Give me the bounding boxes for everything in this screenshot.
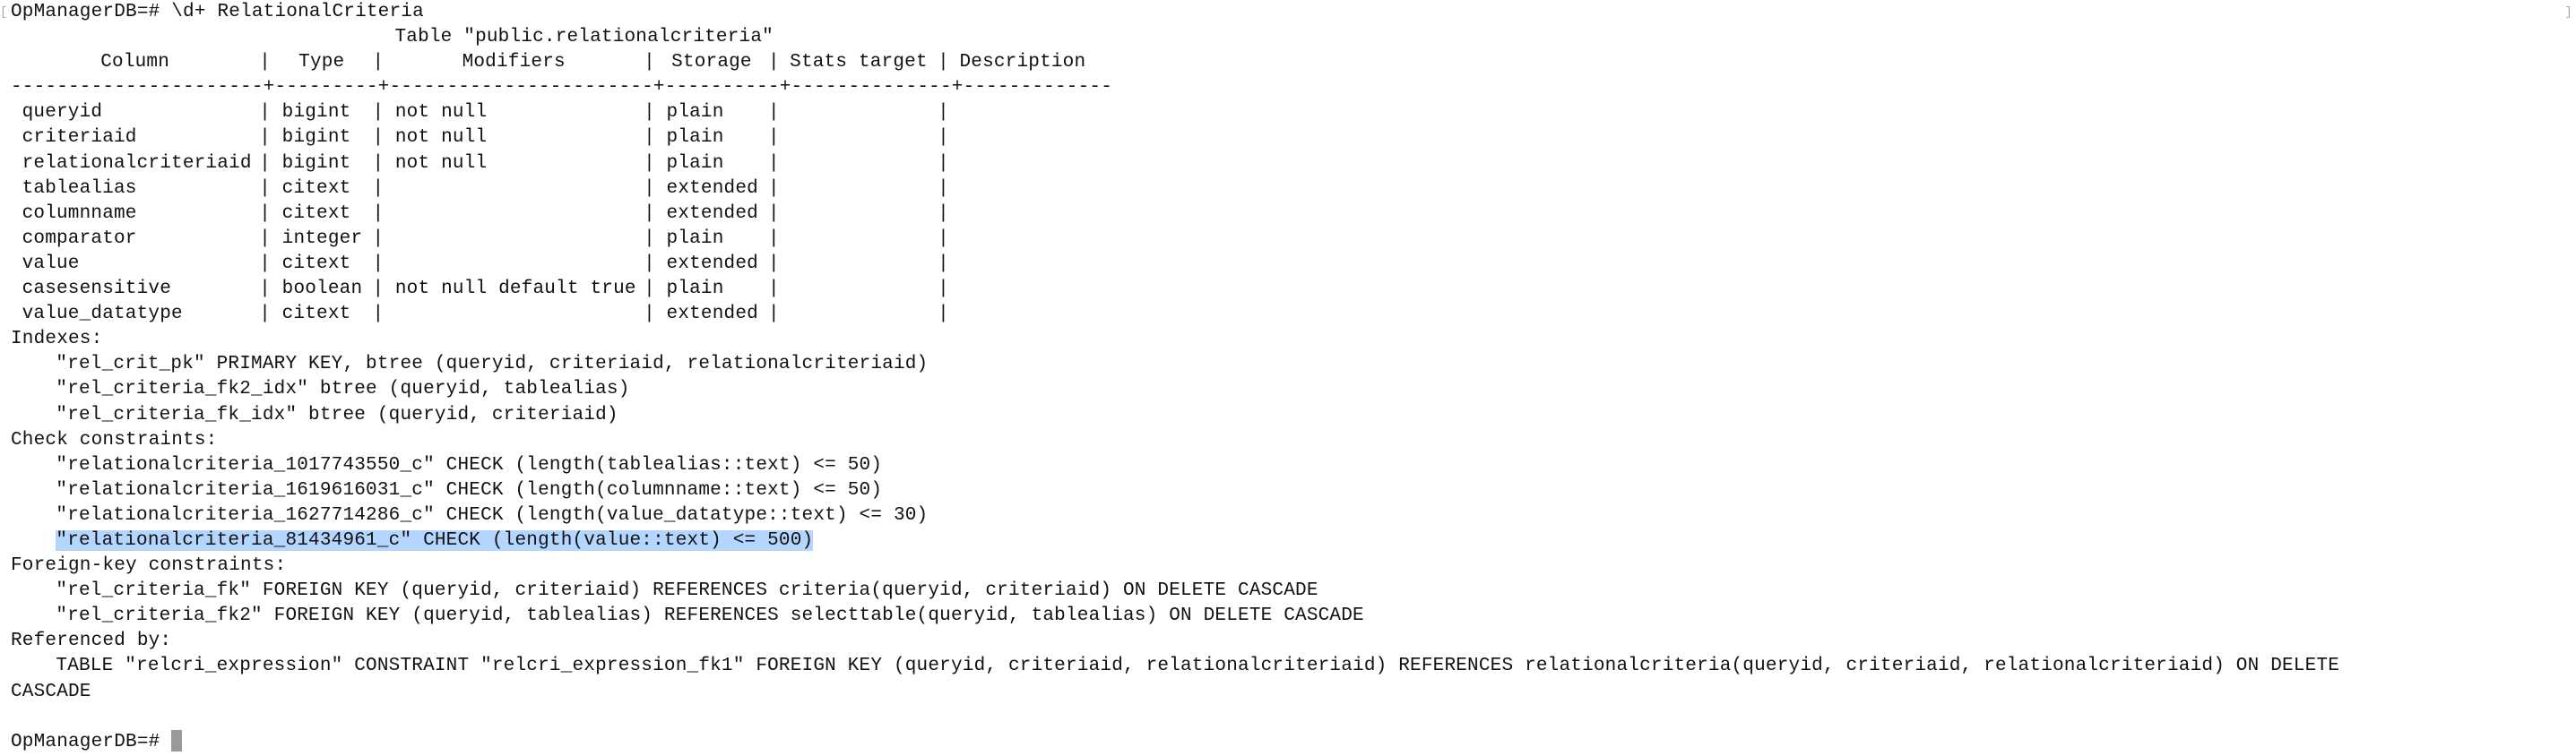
referenced-by-item: TABLE "relcri_expression" CONSTRAINT "re… bbox=[56, 656, 2340, 677]
check-constraints-label: Check constraints: bbox=[11, 429, 218, 451]
table-header: Column Type Modifiers Storage Stats target De… bbox=[11, 50, 2339, 75]
cell-description bbox=[949, 176, 1096, 202]
header-modifiers: Modifiers bbox=[462, 52, 566, 73]
cell-description bbox=[949, 302, 1096, 327]
cell-type: citext bbox=[281, 304, 351, 325]
cell-column: comparator bbox=[22, 228, 137, 249]
indexes-label: Indexes: bbox=[11, 329, 103, 350]
cell-column: value bbox=[22, 253, 80, 274]
cell-modifiers bbox=[384, 302, 644, 327]
cell-modifiers bbox=[384, 252, 644, 277]
cell-stats-target bbox=[780, 151, 938, 176]
cell-storage: extended bbox=[666, 177, 758, 199]
cell-column: queryid bbox=[22, 102, 103, 124]
cell-stats-target bbox=[780, 277, 938, 302]
header-description: Description bbox=[959, 52, 1086, 73]
cell-modifiers: not null default true bbox=[394, 279, 636, 300]
foreign-key-item: "rel_criteria_fk" FOREIGN KEY (queryid, … bbox=[56, 580, 1318, 602]
cell-description bbox=[949, 151, 1096, 176]
table-row: relationalcriteriaid bigint not null plain bbox=[11, 151, 2339, 176]
index-item: "rel_criteria_fk_idx" btree (queryid, cr… bbox=[56, 404, 618, 425]
cell-storage: plain bbox=[666, 279, 724, 300]
selected-check-constraint[interactable]: "relationalcriteria_81434961_c" CHECK (l… bbox=[56, 529, 814, 551]
referenced-by-item-wrap: CASCADE bbox=[11, 681, 91, 702]
cell-type: citext bbox=[281, 253, 351, 274]
table-row: queryid bigint not null plain bbox=[11, 100, 2339, 125]
cell-description bbox=[949, 227, 1096, 252]
foreign-keys-label: Foreign-key constraints: bbox=[11, 555, 287, 577]
cell-type: citext bbox=[281, 177, 351, 199]
table-row: comparator integer plain bbox=[11, 227, 2339, 252]
foreign-key-item: "rel_criteria_fk2" FOREIGN KEY (queryid,… bbox=[56, 606, 1364, 627]
index-item: "rel_criteria_fk2_idx" btree (queryid, t… bbox=[56, 379, 630, 400]
cell-storage: plain bbox=[666, 228, 724, 249]
prompt: OpManagerDB=# bbox=[11, 731, 160, 752]
cell-storage: extended bbox=[666, 202, 758, 224]
header-stats-target: Stats target bbox=[790, 52, 928, 73]
input-line[interactable]: OpManagerDB=# bbox=[11, 730, 2339, 755]
table-row: casesensitive boolean not null default tru… bbox=[11, 277, 2339, 302]
cell-type: integer bbox=[281, 228, 363, 249]
cell-column: relationalcriteriaid bbox=[22, 152, 252, 174]
table-row: criteriaid bigint not null plain bbox=[11, 125, 2339, 150]
cell-storage: plain bbox=[666, 127, 724, 149]
index-item: "rel_crit_pk" PRIMARY KEY, btree (queryi… bbox=[56, 354, 929, 375]
cell-storage: extended bbox=[666, 304, 758, 325]
cell-description bbox=[949, 277, 1096, 302]
table-row: value_datatype citext extended bbox=[11, 302, 2339, 327]
prompt: OpManagerDB=# bbox=[11, 2, 160, 22]
table-title: Table "public.relationalcriteria" bbox=[394, 27, 774, 48]
cell-column: criteriaid bbox=[22, 127, 137, 149]
cell-modifiers bbox=[384, 202, 644, 227]
table-row: columnname citext extended bbox=[11, 202, 2339, 227]
cell-stats-target bbox=[780, 227, 938, 252]
cell-stats-target bbox=[780, 100, 938, 125]
cell-type: boolean bbox=[281, 279, 363, 300]
cell-description bbox=[949, 125, 1096, 150]
text-cursor bbox=[171, 730, 183, 752]
cell-storage: plain bbox=[666, 102, 724, 124]
terminal-output[interactable]: OpManagerDB=# \d+ RelationalCriteria Tab… bbox=[11, 0, 2339, 755]
cell-type: citext bbox=[281, 202, 351, 224]
check-constraint-item: "relationalcriteria_1619616031_c" CHECK … bbox=[56, 479, 883, 501]
cell-stats-target bbox=[780, 252, 938, 277]
cell-modifiers: not null bbox=[394, 102, 488, 124]
cell-modifiers bbox=[384, 227, 644, 252]
cell-modifiers: not null bbox=[394, 127, 488, 149]
cell-description bbox=[949, 252, 1096, 277]
cell-type: bigint bbox=[281, 152, 351, 174]
check-constraint-item: "relationalcriteria_1017743550_c" CHECK … bbox=[56, 454, 883, 476]
cell-stats-target bbox=[780, 302, 938, 327]
cell-description bbox=[949, 100, 1096, 125]
cell-modifiers: not null bbox=[394, 152, 488, 174]
cell-type: bigint bbox=[281, 127, 351, 149]
header-separator: ----------------------+---------+-------… bbox=[11, 77, 1112, 99]
cell-description bbox=[949, 202, 1096, 227]
cell-column: tablealias bbox=[22, 177, 137, 199]
header-type: Type bbox=[298, 52, 345, 73]
command-line: OpManagerDB=# \d+ RelationalCriteria bbox=[11, 0, 2339, 25]
table-body: queryid bigint not null plain criteriaid bigi… bbox=[11, 100, 2339, 327]
cell-storage: extended bbox=[666, 253, 758, 274]
check-constraint-item: "relationalcriteria_1627714286_c" CHECK … bbox=[56, 504, 929, 526]
header-column: Column bbox=[100, 52, 170, 73]
cell-column: value_datatype bbox=[22, 304, 183, 325]
referenced-by-label: Referenced by: bbox=[11, 631, 172, 652]
cell-modifiers bbox=[384, 176, 644, 202]
cell-storage: plain bbox=[666, 152, 724, 174]
table-row: value citext extended bbox=[11, 252, 2339, 277]
table-row: tablealias citext extended bbox=[11, 176, 2339, 202]
header-storage: Storage bbox=[671, 52, 752, 73]
window-edge-left: [ bbox=[0, 5, 8, 20]
cell-stats-target bbox=[780, 202, 938, 227]
cell-stats-target bbox=[780, 176, 938, 202]
window-edge-right: ] bbox=[2564, 5, 2572, 20]
cell-type: bigint bbox=[281, 102, 351, 124]
cell-column: casesensitive bbox=[22, 279, 172, 300]
cell-stats-target bbox=[780, 125, 938, 150]
cell-column: columnname bbox=[22, 202, 137, 224]
command-text: \d+ RelationalCriteria bbox=[171, 2, 424, 22]
